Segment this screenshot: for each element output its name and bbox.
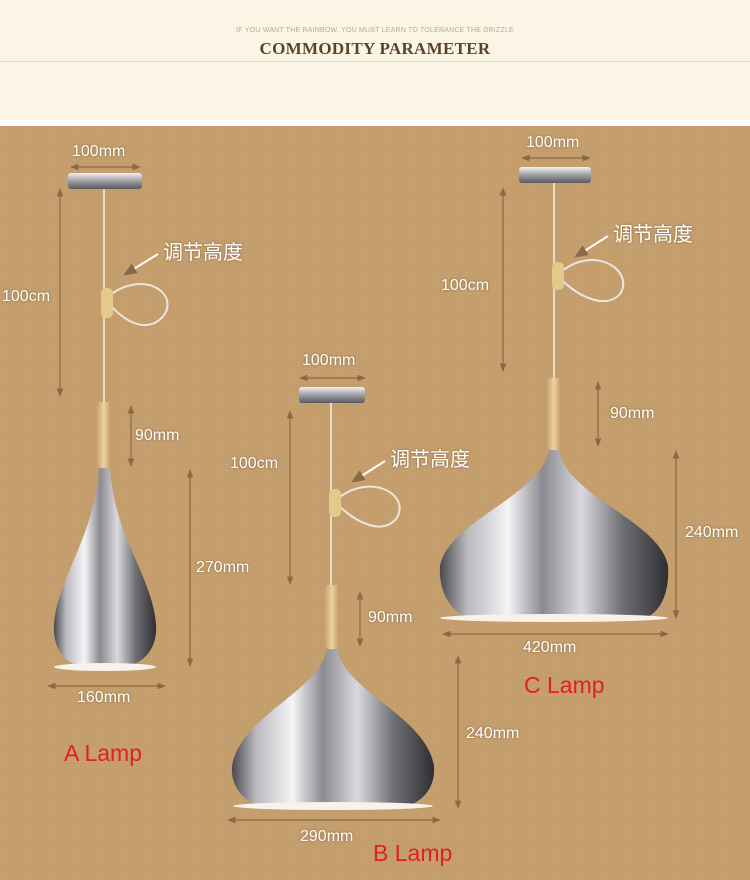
lamp-b-cord-length: 100cm <box>230 455 279 472</box>
lamp-a-cord-length: 100cm <box>2 288 51 305</box>
lamp-c-canopy-width: 100mm <box>526 134 580 151</box>
lamp-c-label: C Lamp <box>524 672 605 698</box>
lamp-b-wood-neck <box>325 585 339 649</box>
lamp-b-adjust-height-label: 调节高度 <box>390 449 470 471</box>
lamp-b-label: B Lamp <box>373 840 453 866</box>
lamp-c-shade <box>439 450 669 620</box>
lamp-b-shade-height: 240mm <box>466 725 520 742</box>
lamp-c-neck-length: 90mm <box>610 405 655 422</box>
tagline: IF YOU WANT THE RAINBOW, YOU MUST LEARN … <box>236 27 514 34</box>
lamp-c-adjust-height-label: 调节高度 <box>613 224 693 246</box>
lamp-a-canopy <box>68 173 142 189</box>
lamp-c-canopy <box>519 167 591 183</box>
lamp-c-illustration <box>439 154 680 638</box>
lamp-a-shade <box>53 468 157 670</box>
lamp-a-illustration <box>47 163 194 690</box>
lamp-b-neck-length: 90mm <box>368 609 413 626</box>
header-divider <box>0 61 750 62</box>
lamp-a-canopy-width: 100mm <box>72 143 126 160</box>
lamp-c-shade-width: 420mm <box>523 639 577 656</box>
lamp-b-canopy <box>299 387 365 403</box>
page-title: COMMODITY PARAMETER <box>259 39 491 58</box>
lamp-b-canopy-width: 100mm <box>302 352 356 369</box>
lamp-a-neck-length: 90mm <box>135 427 180 444</box>
lamp-a-adjust-height-label: 调节高度 <box>163 242 243 264</box>
lamp-a-shade-width: 160mm <box>77 689 131 706</box>
lamp-illustrations <box>0 126 750 880</box>
lamp-a-shade-height: 270mm <box>196 559 250 576</box>
lamp-c-shade-height: 240mm <box>685 524 739 541</box>
lamp-b-shade <box>231 649 435 808</box>
lamp-a-label: A Lamp <box>64 740 142 766</box>
header-banner: IF YOU WANT THE RAINBOW, YOU MUST LEARN … <box>0 0 750 120</box>
lamp-c-cord-length: 100cm <box>441 277 490 294</box>
lamp-c-wood-neck <box>547 378 561 450</box>
lamp-b-shade-width: 290mm <box>300 828 354 845</box>
lamp-b-illustration <box>227 374 462 824</box>
lamp-dimension-diagram: 100mm 100cm 调节高度 90mm 270mm 160mm A Lamp… <box>0 126 750 880</box>
lamp-a-wood-neck <box>97 402 111 468</box>
